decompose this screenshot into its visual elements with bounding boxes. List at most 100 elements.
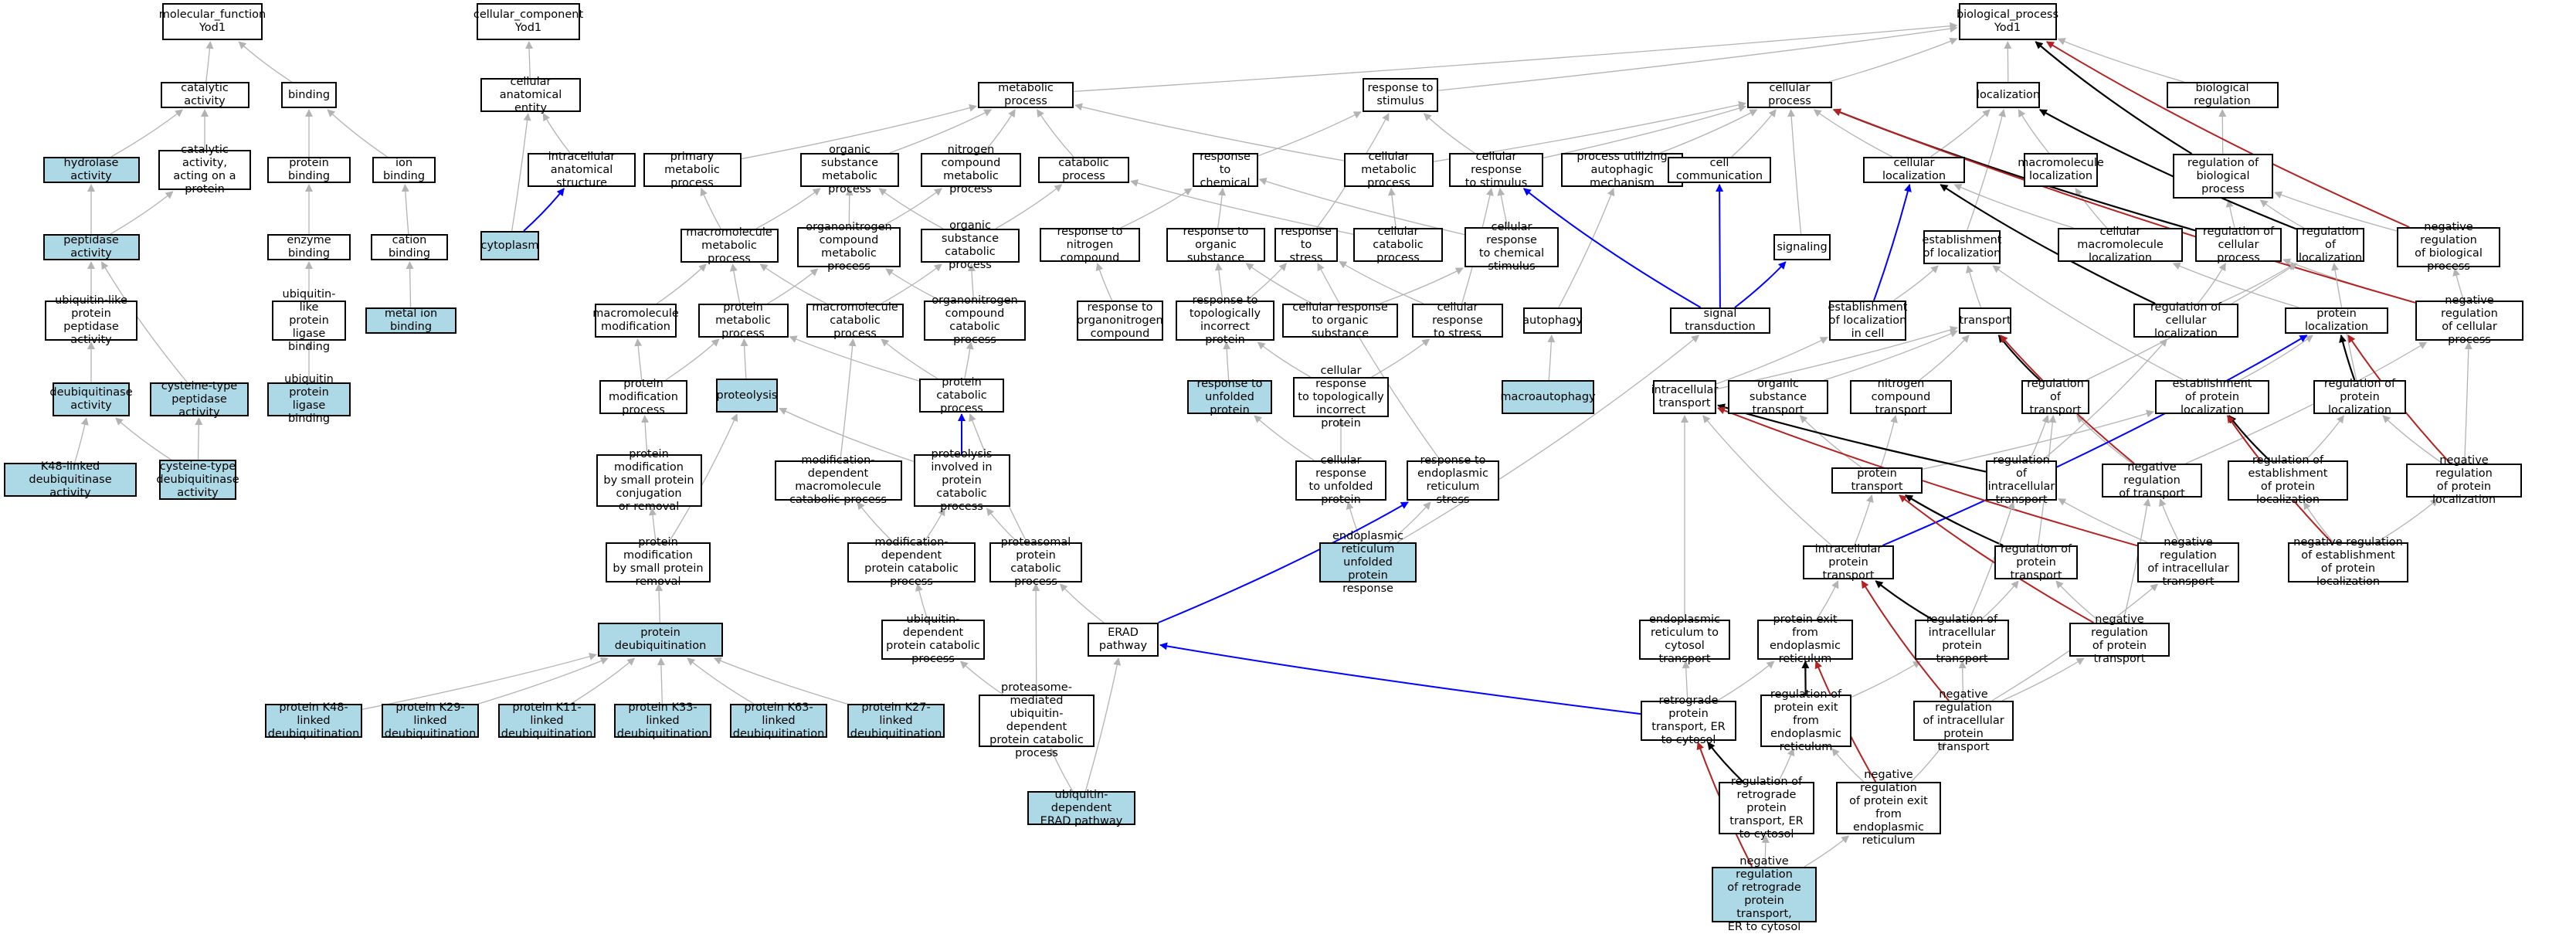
node-negative-regulation-protein-transport[interactable]: negative regulation of protein transport: [2069, 623, 2170, 657]
node-cellular-response-topologically-incorrect[interactable]: cellular response to topologically incor…: [1293, 377, 1389, 417]
node-metabolic-process[interactable]: metabolic process: [978, 82, 1074, 108]
node-cellular-response-organic[interactable]: cellular response to organic substance: [1282, 304, 1398, 338]
node-organonitrogen-metabolic[interactable]: organonitrogen compound metabolic proces…: [797, 227, 901, 267]
node-deubiquitinase-activity[interactable]: deubiquitinase activity: [53, 382, 130, 416]
node-biological-process[interactable]: biological_process Yod1: [1959, 3, 2057, 40]
node-negative-regulation-intracellular-transport[interactable]: negative regulation of intracellular tra…: [2137, 542, 2239, 582]
node-nitrogen-compound-transport[interactable]: nitrogen compound transport: [1850, 380, 1952, 414]
node-ubiquitin-ligase-binding[interactable]: ubiquitin protein ligase binding: [267, 382, 351, 416]
node-regulation-intracellular-transport[interactable]: regulation of intracellular transport: [1986, 460, 2057, 501]
node-protein-deubiquitination[interactable]: protein deubiquitination: [598, 623, 723, 657]
node-regulation-of-localization[interactable]: regulation of localization: [2296, 228, 2364, 262]
node-biological-regulation[interactable]: biological regulation: [2167, 82, 2279, 108]
node-organic-substance-transport[interactable]: organic substance transport: [1728, 380, 1828, 414]
node-protein-modification-process[interactable]: protein modification process: [599, 380, 687, 414]
node-catalytic-activity[interactable]: catalytic activity: [161, 82, 249, 108]
node-cytoplasm[interactable]: cytoplasm: [480, 231, 539, 260]
node-k48-deubiquitinase[interactable]: K48-linked deubiquitinase activity: [4, 463, 137, 497]
node-k29-deubiquitination[interactable]: protein K29-linked deubiquitination: [382, 704, 479, 738]
node-nitrogen-compound-metabolic[interactable]: nitrogen compound metabolic process: [921, 153, 1021, 187]
node-k11-deubiquitination[interactable]: protein K11-linked deubiquitination: [498, 704, 596, 738]
node-negative-regulation-retrograde-transport[interactable]: negative regulation of retrograde protei…: [1712, 867, 1817, 922]
node-protein-binding[interactable]: protein binding: [267, 157, 351, 183]
node-response-to-chemical[interactable]: response to chemical: [1193, 153, 1258, 187]
node-response-to-organonitrogen[interactable]: response to organonitrogen compound: [1077, 301, 1163, 341]
node-cellular-catabolic[interactable]: cellular catabolic process: [1353, 228, 1443, 262]
node-macromolecule-metabolic[interactable]: macromolecule metabolic process: [680, 229, 779, 263]
node-cellular-response-chemical[interactable]: cellular response to chemical stimulus: [1464, 227, 1559, 267]
node-negative-regulation-intracellular-protein-transport[interactable]: negative regulation of intracellular pro…: [1913, 701, 2014, 741]
node-cellular-macromolecule-localization[interactable]: cellular macromolecule localization: [2058, 228, 2183, 262]
node-intracellular-anatomical-structure[interactable]: intracellular anatomical structure: [528, 153, 636, 187]
node-regulation-of-biological-process[interactable]: regulation of biological process: [2173, 154, 2273, 199]
node-response-to-nitrogen-compound[interactable]: response to nitrogen compound: [1040, 228, 1140, 262]
node-cellular-response-to-stimulus[interactable]: cellular response to stimulus: [1449, 153, 1543, 187]
node-cellular-localization[interactable]: cellular localization: [1863, 157, 1965, 183]
node-cellular-metabolic-process[interactable]: cellular metabolic process: [1344, 153, 1434, 187]
node-binding[interactable]: binding: [281, 82, 337, 108]
node-molecular-function[interactable]: molecular_function Yod1: [162, 3, 263, 40]
node-protein-exit-from-er[interactable]: protein exit from endoplasmic reticulum: [1757, 620, 1853, 660]
node-signal-transduction[interactable]: signal transduction: [1670, 307, 1770, 334]
node-response-to-stimulus[interactable]: response to stimulus: [1363, 78, 1438, 112]
node-cellular-response-unfolded-protein[interactable]: cellular response to unfolded protein: [1295, 460, 1386, 501]
node-cellular-component[interactable]: cellular_component Yod1: [477, 3, 580, 40]
node-regulation-establishment-protein-localization[interactable]: regulation of establishment of protein l…: [2228, 460, 2348, 501]
node-macroautophagy[interactable]: macroautophagy: [1502, 380, 1594, 414]
node-organic-substance-metabolic[interactable]: organic substance metabolic process: [800, 153, 899, 187]
node-enzyme-binding[interactable]: enzyme binding: [267, 234, 351, 260]
node-er-unfolded-protein-response[interactable]: endoplasmic reticulum unfolded protein r…: [1319, 542, 1417, 582]
node-cation-binding[interactable]: cation binding: [371, 234, 448, 260]
node-negative-regulation-cellular[interactable]: negative regulation of cellular process: [2415, 301, 2523, 341]
node-autophagy[interactable]: autophagy: [1523, 307, 1582, 334]
node-proteolysis[interactable]: proteolysis: [716, 379, 778, 413]
node-modification-dependent-macromolecule-catabolic[interactable]: modification-dependent macromolecule cat…: [775, 460, 902, 501]
node-cell-communication[interactable]: cell communication: [1668, 157, 1771, 183]
node-organonitrogen-catabolic[interactable]: organonitrogen compound catabolic proces…: [924, 301, 1026, 341]
node-regulation-intracellular-protein-transport[interactable]: regulation of intracellular protein tran…: [1915, 620, 2009, 660]
node-regulation-of-cellular-process[interactable]: regulation of cellular process: [2195, 228, 2282, 262]
node-proteolysis-in-protein-catabolic[interactable]: proteolysis involved in protein cataboli…: [914, 454, 1010, 507]
node-intracellular-transport[interactable]: intracellular transport: [1653, 380, 1716, 414]
node-catalytic-activity-protein[interactable]: catalytic activity, acting on a protein: [158, 150, 251, 190]
node-regulation-protein-transport[interactable]: regulation of protein transport: [1994, 545, 2078, 579]
node-cellular-response-stress[interactable]: cellular response to stress: [1412, 304, 1503, 338]
node-primary-metabolic-process[interactable]: primary metabolic process: [643, 153, 742, 187]
node-regulation-protein-localization[interactable]: regulation of protein localization: [2313, 380, 2406, 414]
node-cysteine-peptidase[interactable]: cysteine-type peptidase activity: [150, 382, 249, 416]
node-regulation-cellular-localization[interactable]: regulation of cellular localization: [2133, 304, 2238, 338]
node-ubiquitin-like-peptidase[interactable]: ubiquitin-like protein peptidase activit…: [45, 301, 137, 341]
node-macromolecule-modification[interactable]: macromolecule modification: [595, 304, 677, 338]
node-protein-modification-small-protein[interactable]: protein modification by small protein co…: [596, 454, 702, 507]
node-ubiquitin-dependent-erad[interactable]: ubiquitin-dependent ERAD pathway: [1027, 791, 1135, 825]
node-response-to-er-stress[interactable]: response to endoplasmic reticulum stress: [1407, 460, 1499, 501]
node-metal-ion-binding[interactable]: metal ion binding: [365, 307, 456, 334]
node-regulation-retrograde-transport[interactable]: regulation of retrograde protein transpo…: [1719, 782, 1814, 834]
node-protein-modification-small-protein-removal[interactable]: protein modification by small protein re…: [606, 542, 711, 582]
node-organic-substance-catabolic[interactable]: organic substance catabolic process: [921, 229, 1020, 263]
node-transport[interactable]: transport: [1959, 307, 2011, 334]
node-peptidase-activity[interactable]: peptidase activity: [43, 234, 140, 260]
node-autophagic-mechanism[interactable]: process utilizing autophagic mechanism: [1561, 153, 1683, 187]
node-proteasomal-protein-catabolic[interactable]: proteasomal protein catabolic process: [989, 542, 1082, 582]
node-modification-dependent-protein-catabolic[interactable]: modification-dependent protein catabolic…: [847, 542, 976, 582]
node-k33-deubiquitination[interactable]: protein K33-linked deubiquitination: [614, 704, 711, 738]
node-macromolecule-catabolic[interactable]: macromolecule catabolic process: [806, 304, 904, 338]
node-er-to-cytosol-transport[interactable]: endoplasmic reticulum to cytosol transpo…: [1639, 620, 1730, 660]
node-response-to-organic-substance[interactable]: response to organic substance: [1166, 228, 1265, 262]
node-hydrolase-activity[interactable]: hydrolase activity: [43, 157, 140, 183]
node-cellular-anatomical-entity[interactable]: cellular anatomical entity: [480, 78, 581, 112]
node-establishment-protein-localization[interactable]: establishment of protein localization: [2155, 380, 2269, 414]
node-retrograde-protein-transport[interactable]: retrograde protein transport, ER to cyto…: [1641, 701, 1736, 741]
node-negative-regulation-biological[interactable]: negative regulation of biological proces…: [2397, 227, 2500, 267]
node-establishment-of-localization[interactable]: establishment of localization: [1923, 230, 2001, 264]
node-k27-deubiquitination[interactable]: protein K27-linked deubiquitination: [847, 704, 945, 738]
node-catabolic-process[interactable]: catabolic process: [1038, 157, 1129, 183]
node-response-to-stress[interactable]: response to stress: [1274, 228, 1338, 262]
node-intracellular-protein-transport[interactable]: intracellular protein transport: [1803, 545, 1894, 579]
node-establishment-localization-in-cell[interactable]: establishment of localization in cell: [1829, 301, 1906, 341]
node-localization[interactable]: localization: [1977, 82, 2040, 108]
node-regulation-protein-exit-from-er[interactable]: regulation of protein exit from endoplas…: [1760, 695, 1851, 747]
node-response-to-topologically-incorrect[interactable]: response to topologically incorrect prot…: [1176, 301, 1274, 341]
node-ion-binding[interactable]: ion binding: [372, 157, 436, 183]
